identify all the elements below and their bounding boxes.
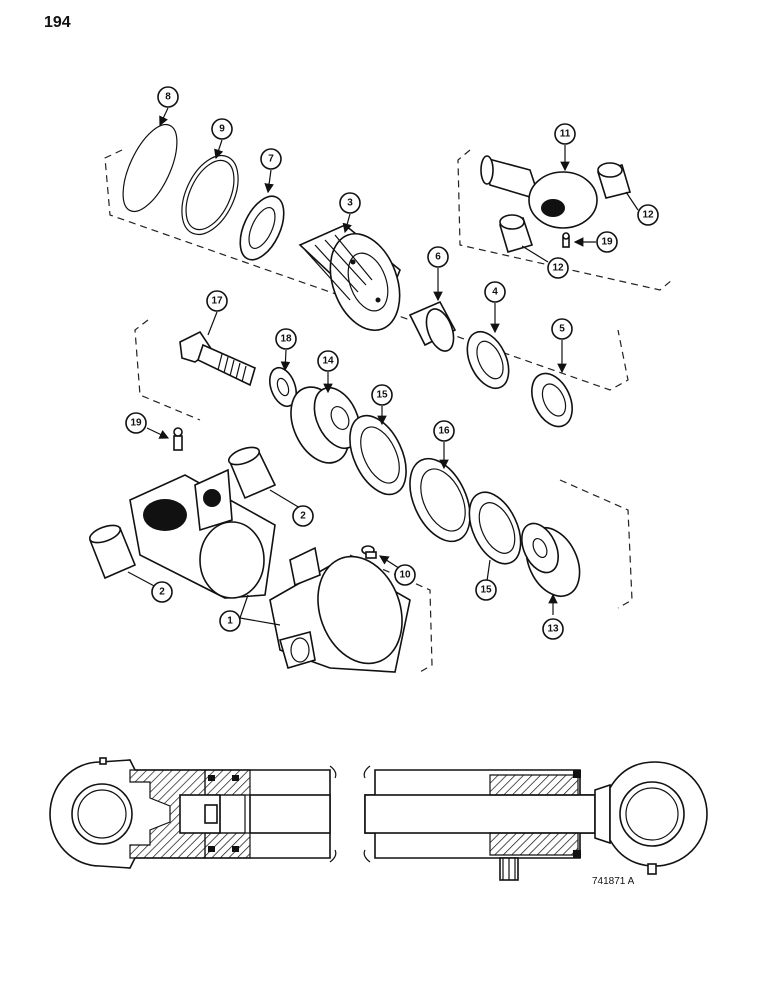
svg-text:12: 12: [642, 210, 654, 221]
part-12-bushing-upper: [596, 162, 632, 199]
svg-text:5: 5: [559, 324, 565, 335]
callout-3: 3: [339, 192, 361, 214]
callout-13: 13: [542, 618, 564, 640]
svg-text:18: 18: [280, 334, 292, 345]
callout-8: 8: [157, 86, 179, 108]
svg-text:2: 2: [159, 587, 165, 598]
callout-2-left: 2: [151, 581, 173, 603]
svg-text:4: 4: [492, 287, 498, 298]
svg-text:1: 1: [227, 616, 233, 627]
part-7-wiper-seal: [239, 195, 285, 261]
callout-14: 14: [317, 350, 339, 372]
callout-4: 4: [484, 281, 506, 303]
group-outline-eye: [457, 149, 673, 291]
callout-18: 18: [275, 328, 297, 350]
part-16-wear-ring: [409, 457, 471, 543]
svg-text:2: 2: [300, 511, 306, 522]
svg-text:13: 13: [547, 624, 559, 635]
svg-text:19: 19: [601, 237, 613, 248]
svg-text:10: 10: [399, 570, 411, 581]
part-2-bushing-right: [227, 446, 277, 500]
callout-10: 10: [394, 564, 416, 586]
part-3-gland: [298, 224, 401, 332]
svg-text:14: 14: [322, 356, 334, 367]
group-outline-barrel: [349, 554, 433, 673]
callout-2-right: 2: [292, 505, 314, 527]
callout-9: 9: [211, 118, 233, 140]
part-2-bushing-left: [88, 524, 137, 580]
part-8-snap-ring: [122, 123, 178, 213]
svg-text:9: 9: [219, 124, 225, 135]
part-15-seal-lower: [468, 491, 522, 565]
callout-15-lower: 15: [475, 579, 497, 601]
callout-16: 16: [433, 420, 455, 442]
part-9-o-ring: [181, 155, 239, 235]
leader-lines: [127, 107, 639, 626]
cross-section-cylinder-end: [49, 757, 337, 869]
svg-text:11: 11: [560, 129, 571, 140]
part-18-washer: [269, 366, 297, 408]
part-11-rod-eye: [480, 155, 598, 229]
callout-5: 5: [551, 318, 573, 340]
callout-6: 6: [427, 246, 449, 268]
cross-section-rod-end: [363, 761, 708, 881]
part-1-barrel: [129, 468, 411, 673]
callout-12-upper: 12: [637, 204, 659, 226]
callout-15-upper: 15: [371, 384, 393, 406]
part-6-bushing: [408, 300, 457, 352]
part-5-seal: [531, 372, 573, 428]
part-12-bushing-lower: [499, 214, 534, 253]
part-4-ring: [466, 330, 510, 390]
page-number: 194: [44, 14, 71, 31]
svg-text:8: 8: [165, 92, 171, 103]
part-17-bolt: [179, 330, 256, 387]
svg-text:7: 7: [268, 154, 274, 165]
part-13-piston-nut: [521, 522, 581, 597]
svg-text:15: 15: [480, 585, 492, 596]
svg-text:12: 12: [552, 263, 564, 274]
svg-text:19: 19: [130, 418, 142, 429]
callout-12-lower: 12: [547, 257, 569, 279]
callout-19-lower: 19: [125, 412, 147, 434]
callout-1: 1: [219, 610, 241, 632]
callout-7: 7: [260, 148, 282, 170]
callout-17: 17: [206, 290, 228, 312]
group-outline-piston: [134, 319, 633, 609]
svg-text:3: 3: [347, 198, 353, 209]
part-19-grease-fitting-upper: [562, 232, 570, 248]
svg-text:6: 6: [435, 252, 441, 263]
part-19-grease-fitting-lower: [173, 427, 183, 451]
part-10-screw: [361, 545, 377, 559]
figure-reference: 741871 A: [592, 876, 635, 887]
part-15-seal-upper: [349, 414, 407, 496]
callout-11: 11: [554, 123, 576, 145]
svg-text:17: 17: [211, 296, 223, 307]
svg-text:15: 15: [376, 390, 388, 401]
svg-text:16: 16: [438, 426, 450, 437]
callout-19-upper: 19: [596, 231, 618, 253]
